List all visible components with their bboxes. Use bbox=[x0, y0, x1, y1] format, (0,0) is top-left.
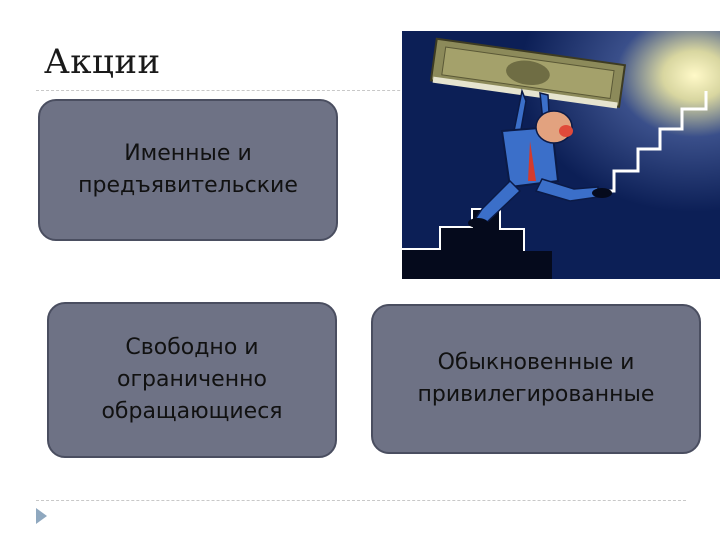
category-box-free-restricted: Свободно и ограниченно обращающиеся bbox=[47, 302, 337, 458]
bullet-arrow-icon bbox=[36, 508, 47, 524]
box-text-line: привилегированные bbox=[417, 382, 655, 407]
box-text-line: Свободно и bbox=[125, 335, 259, 360]
box-text-line: Именные и bbox=[124, 141, 252, 166]
slide-title: Акции bbox=[44, 42, 161, 82]
footer-divider bbox=[36, 500, 686, 501]
category-box-common-preferred: Обыкновенные и привилегированные bbox=[371, 304, 701, 454]
title-divider bbox=[36, 90, 676, 91]
box-text-line: ограниченно bbox=[117, 367, 267, 392]
box-text-line: предъявительские bbox=[78, 173, 298, 198]
box-text-line: обращающиеся bbox=[101, 399, 283, 424]
box-text-line: Обыкновенные и bbox=[437, 350, 635, 375]
stairs-banknote-illustration bbox=[402, 31, 720, 279]
category-box-registered-bearer: Именные и предъявительские bbox=[38, 99, 338, 241]
